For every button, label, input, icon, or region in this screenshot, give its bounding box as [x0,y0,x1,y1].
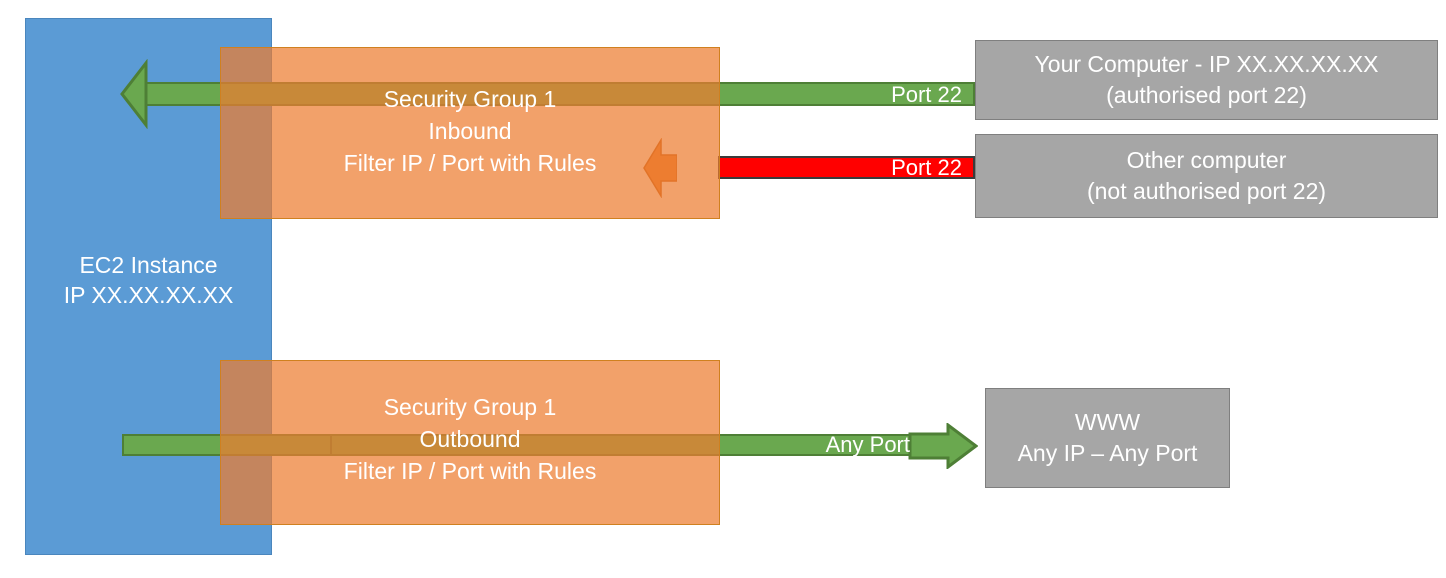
endpoint-www-label: WWW Any IP – Any Port [1017,409,1198,466]
allowed-inbound-port-label: Port 22 [891,82,962,107]
security-group-outbound-label: Security Group 1 Outbound Filter IP / Po… [343,394,597,484]
allowed-inbound-arrowhead-icon [120,59,148,129]
blocked-inbound-port-label: Port 22 [891,155,962,180]
endpoint-other-computer-label: Other computer (not authorised port 22) [1086,147,1327,204]
allowed-outbound-port-label: Any Port [825,432,910,457]
endpoint-your-computer: Your Computer - IP XX.XX.XX.XX (authoris… [975,40,1438,120]
security-group-outbound-panel: Security Group 1 Outbound Filter IP / Po… [220,360,720,525]
endpoint-your-computer-label: Your Computer - IP XX.XX.XX.XX (authoris… [1034,51,1379,108]
security-group-inbound-label: Security Group 1 Inbound Filter IP / Por… [343,86,597,176]
endpoint-www: WWW Any IP – Any Port [985,388,1230,488]
allowed-outbound-arrowhead-icon [908,423,978,469]
ec2-instance-label: EC2 Instance IP XX.XX.XX.XX [63,252,234,308]
security-group-inbound-panel: Security Group 1 Inbound Filter IP / Por… [220,47,720,219]
endpoint-other-computer: Other computer (not authorised port 22) [975,134,1438,218]
